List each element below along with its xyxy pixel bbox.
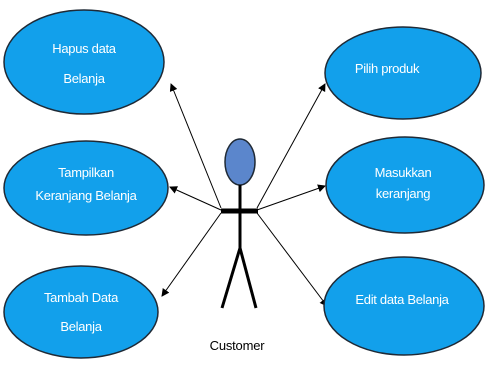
arrow-to-masukkan-keranjang	[256, 184, 326, 211]
use-case-masukkan-keranjang: Masukkan keranjang	[325, 136, 485, 234]
arrow-to-tambah-data	[161, 212, 222, 297]
use-case-ellipse	[324, 26, 482, 120]
use-case-ellipse	[323, 256, 485, 356]
arrow-to-pilih-produk	[256, 83, 326, 209]
arrow-to-hapus-data	[169, 83, 222, 209]
actor-customer: Customer	[210, 138, 266, 353]
actor-label: Customer	[210, 338, 266, 353]
use-case-tambah-data-belanja: Tambah Data Belanja	[3, 265, 159, 359]
use-case-label-line2: Keranjang Belanja	[35, 188, 137, 203]
use-case-label-line2: keranjang	[376, 186, 430, 201]
arrow-to-tampilkan-keranjang	[169, 186, 222, 211]
use-case-ellipse	[3, 265, 159, 359]
use-case-ellipse	[3, 140, 169, 236]
use-case-label-line1: Tampilkan	[58, 165, 114, 180]
use-case-hapus-data-belanja: Hapus data Belanja	[3, 9, 165, 115]
use-case-tampilkan-keranjang-belanja: Tampilkan Keranjang Belanja	[3, 140, 169, 236]
use-case-ellipse	[3, 9, 165, 115]
use-case-label-line2: Belanja	[63, 71, 105, 86]
use-case-ellipse	[325, 136, 485, 234]
use-case-label-line1: Hapus data	[52, 41, 117, 56]
use-case-label: Pilih produk	[355, 61, 420, 76]
use-case-label-line2: Belanja	[60, 319, 102, 334]
use-case-pilih-produk: Pilih produk	[324, 26, 482, 120]
actor-left-leg	[220, 247, 242, 309]
use-case-label-line1: Tambah Data	[44, 290, 119, 305]
use-case-label: Edit data Belanja	[355, 292, 449, 307]
arrow-to-edit-data	[256, 212, 328, 307]
actor-head	[224, 138, 256, 186]
actor-right-leg	[238, 247, 258, 309]
use-case-label-line1: Masukkan	[375, 165, 432, 180]
use-case-edit-data-belanja: Edit data Belanja	[323, 256, 485, 356]
